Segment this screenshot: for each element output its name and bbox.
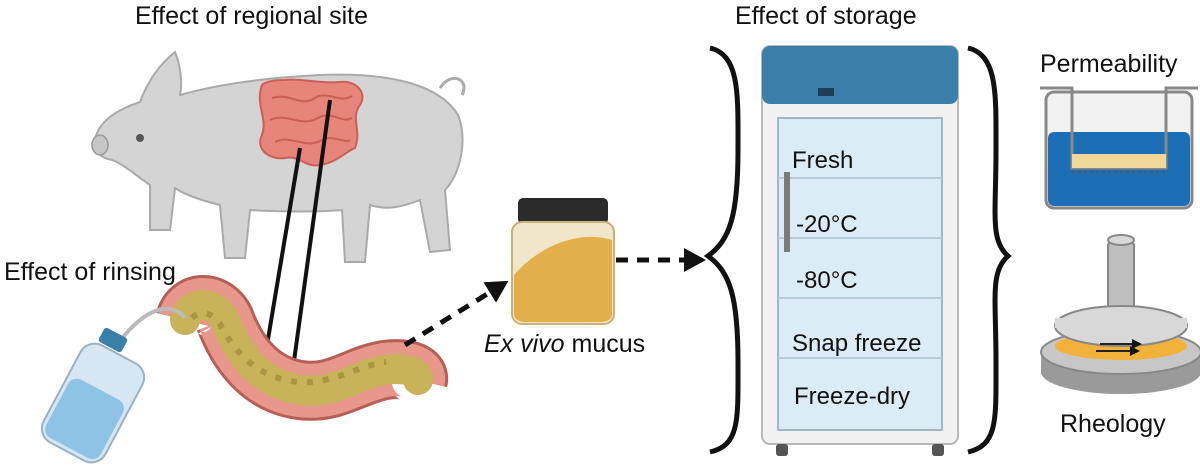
intestine-tube-illustration (155, 275, 449, 421)
site-arrow-2 (280, 99, 332, 394)
rinsing-label: Effect of rinsing (4, 258, 176, 286)
right-brace (967, 45, 1012, 455)
permeability-label: Permeability (1040, 50, 1178, 78)
ex-vivo-italic: Ex vivo (484, 330, 565, 358)
ex-vivo-mucus-label: Ex vivo mucus (484, 332, 645, 357)
storage-condition-snap-freeze: Snap freeze (792, 330, 922, 357)
storage-condition-freeze-dry: Freeze-dry (794, 383, 911, 410)
mucus-jar-illustration (511, 198, 615, 325)
pig-intestine-illustration (258, 78, 364, 167)
left-brace (703, 45, 741, 455)
rheology-label: Rheology (1060, 410, 1166, 438)
site-arrow-1 (253, 147, 302, 379)
rheometer-illustration (1040, 234, 1200, 394)
regional-site-label: Effect of regional site (135, 2, 369, 30)
fridge-illustration (761, 45, 959, 456)
storage-label: Effect of storage (735, 2, 917, 30)
rinse-bottle-illustration (40, 306, 187, 464)
storage-condition-minus20: -20°C (796, 211, 858, 238)
storage-condition-minus80: -80°C (796, 267, 858, 294)
mucus-word: mucus (564, 330, 646, 358)
transwell-illustration (1040, 86, 1198, 210)
storage-condition-fresh: Fresh (792, 147, 854, 174)
